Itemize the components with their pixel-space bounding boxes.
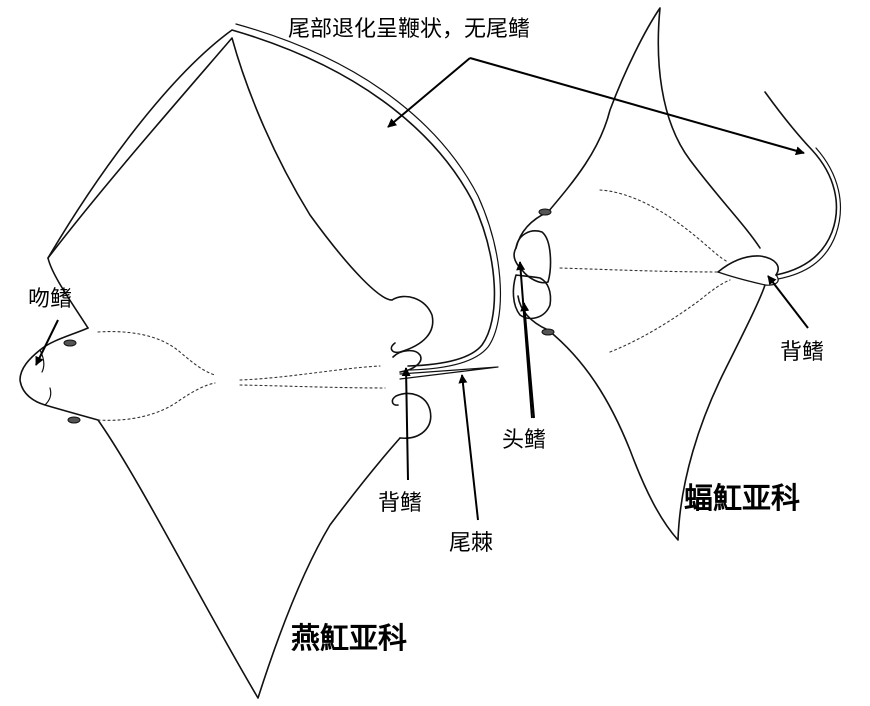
right-ray-midline <box>559 267 719 273</box>
right-ray-head-fin-bottom <box>512 274 552 320</box>
arrow-tail-note-right <box>469 57 805 156</box>
arrow-tail-note-left <box>387 57 471 128</box>
arrow-snout-fin <box>35 319 59 366</box>
left-ray-lower-pectoral-fin <box>97 419 401 699</box>
right-ray-eye-top <box>538 208 552 216</box>
left-ray-internal-line-top <box>97 331 216 376</box>
right-ray-dorsal-fin <box>717 255 779 276</box>
left-ray-eye-bottom <box>67 416 81 424</box>
arrow-head-fin-bottom <box>520 302 535 419</box>
left-ray-dorsal-fin-upper <box>390 295 434 354</box>
left-ray-drawing <box>19 23 502 699</box>
right-ray-internal-line-top <box>599 189 729 263</box>
left-ray-eye-top <box>63 339 77 347</box>
left-ray-dorsal-fin-small <box>392 349 422 373</box>
arrow-dorsal-fin-right <box>767 275 809 329</box>
label-family-left: 燕魟亚科 <box>291 621 407 655</box>
label-snout-fin: 吻鳍 <box>28 287 72 312</box>
left-ray-midline-bottom <box>239 384 386 389</box>
left-ray-whip-tail <box>47 29 496 367</box>
right-ray-lower-pectoral-fin <box>547 284 766 541</box>
right-ray-eye-bottom <box>541 328 555 336</box>
label-head-fin: 头鳍 <box>502 428 546 453</box>
left-ray-dorsal-fin-lower <box>391 392 432 439</box>
left-ray-tail-spine <box>399 366 499 380</box>
arrow-tail-spine <box>458 374 479 521</box>
right-ray-whip-tail <box>764 91 838 276</box>
arrow-dorsal-fin-left <box>401 367 411 481</box>
label-family-right: 蝠魟亚科 <box>684 481 800 515</box>
right-ray-dorsal-fin-lower <box>717 271 779 286</box>
right-ray-upper-pectoral-fin <box>547 7 761 249</box>
label-tail-note: 尾部退化呈鞭状，无尾鳍 <box>288 17 530 42</box>
left-ray-upper-pectoral-fin <box>47 37 393 329</box>
annotation-arrows <box>35 57 809 521</box>
label-tail-spine: 尾棘 <box>449 531 493 556</box>
left-ray-head-outline <box>19 327 99 421</box>
right-ray-drawing <box>512 7 842 541</box>
right-ray-whip-tail-inner <box>777 147 842 280</box>
left-ray-whip-tail-inner <box>235 23 502 371</box>
left-ray-internal-line-bottom <box>97 382 216 421</box>
text-labels: 尾部退化呈鞭状，无尾鳍 吻鳍 背鳍 尾棘 头鳍 背鳍 燕魟亚科 蝠魟亚科 <box>28 17 824 655</box>
left-ray-midline-top <box>239 365 381 381</box>
arrow-head-fin-top <box>516 261 533 419</box>
label-dorsal-fin-left: 背鳍 <box>378 491 422 516</box>
right-ray-internal-line-bottom <box>609 279 731 353</box>
left-ray-snout-fin <box>39 349 52 406</box>
label-dorsal-fin-right: 背鳍 <box>780 340 824 365</box>
